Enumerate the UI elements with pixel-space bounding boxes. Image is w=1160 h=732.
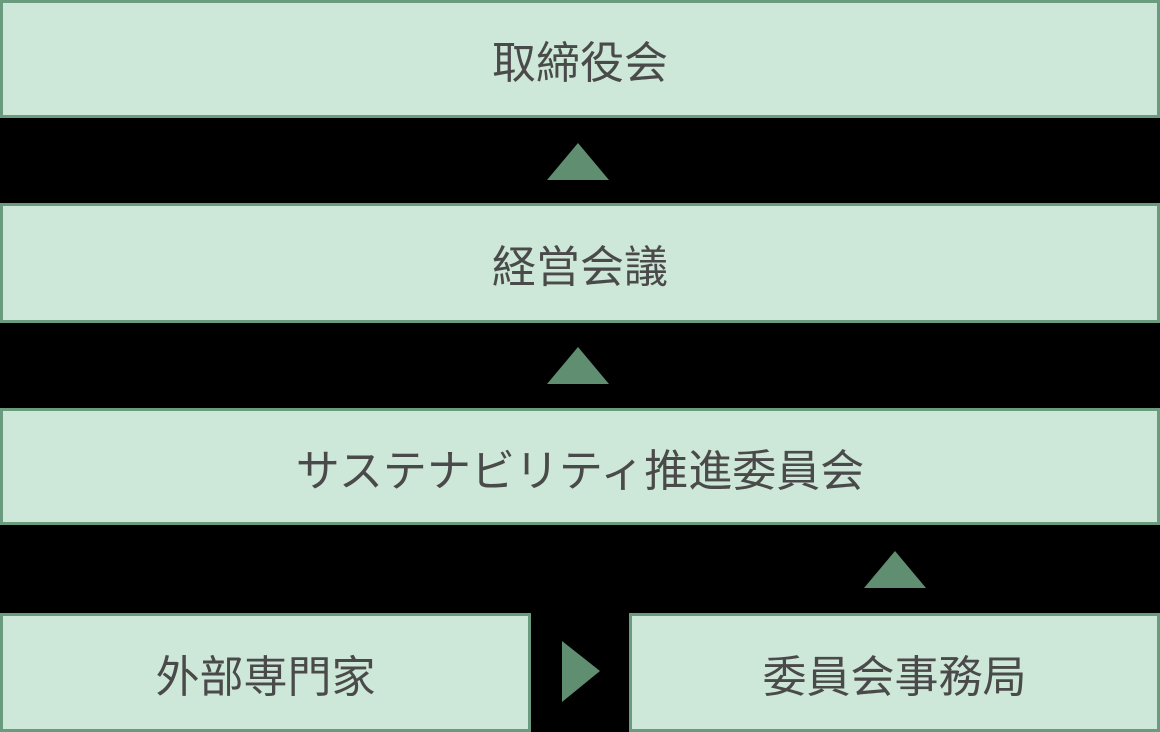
node-external-experts: 外部専門家	[0, 613, 531, 732]
node-board-of-directors-label: 取締役会	[492, 39, 668, 88]
node-committee-secretariat: 委員会事務局	[629, 613, 1160, 732]
arrow-right-icon	[562, 641, 600, 702]
arrow-up-icon	[547, 347, 609, 384]
node-sustainability-committee: サステナビリティ推進委員会	[0, 408, 1160, 525]
node-management-meeting: 経営会議	[0, 203, 1160, 323]
arrow-up-icon	[864, 551, 926, 588]
node-committee-secretariat-label: 委員会事務局	[762, 652, 1027, 702]
node-management-meeting-label: 経営会議	[492, 243, 668, 292]
node-board-of-directors: 取締役会	[0, 0, 1160, 118]
node-external-experts-label: 外部専門家	[155, 652, 376, 702]
node-sustainability-committee-label: サステナビリティ推進委員会	[295, 446, 865, 496]
arrow-up-icon	[547, 143, 609, 180]
